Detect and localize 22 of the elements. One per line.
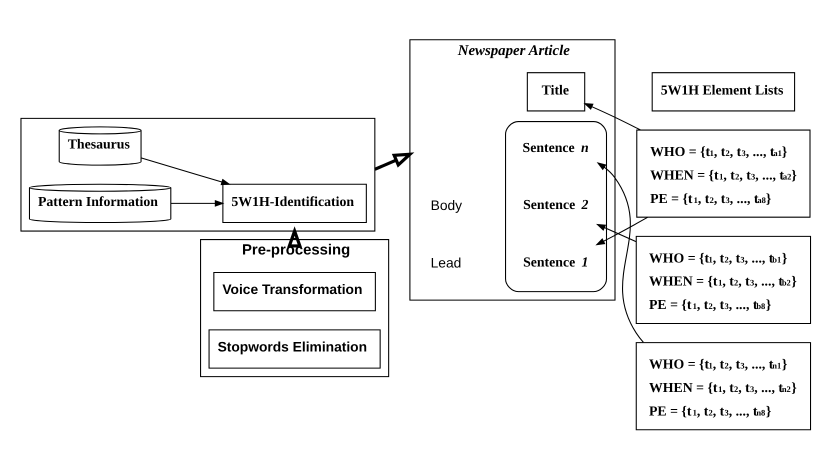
cluster	[20, 117, 376, 232]
node-box: Voice Transformation	[213, 271, 376, 311]
node-box: WHO = {t1, t2, t3, ..., ta1} WHEN = {t1, t2, t3, ..., ta2} PE = {t1, t2, t3, ..., ta8}	[636, 129, 811, 218]
label: Body	[430, 196, 462, 213]
arrow	[583, 102, 641, 130]
node-text: Sentence 1	[523, 254, 588, 270]
arrow	[596, 162, 644, 342]
node-box: Title	[526, 72, 586, 111]
arrow	[170, 200, 224, 206]
node-box: 5W1H-Identification	[222, 183, 367, 223]
node-box: Stopwords Elimination	[208, 328, 381, 368]
node-text: Sentence n	[522, 139, 589, 154]
node-text: Sentence 2	[523, 196, 588, 212]
node-box: 5W1H Element Lists	[652, 72, 796, 111]
arrow	[596, 223, 636, 242]
label: Lead	[430, 254, 462, 270]
node-box: WHO = {t1, t2, t3, ..., tn1} WHEN = {t1, t2, t3, ..., tn2} PE = {t1, t2, t3, ..., tn8}	[636, 342, 812, 430]
arrow	[140, 156, 231, 185]
node-box: WHO = {t1, t2, t3, ..., tb1} WHEN = {t1, t2, t3, ..., tb2} PE = {t1, t2, t3, ..., tb8}	[636, 235, 812, 324]
arrow	[374, 152, 414, 170]
arrow	[595, 216, 648, 245]
arrow	[287, 226, 302, 247]
